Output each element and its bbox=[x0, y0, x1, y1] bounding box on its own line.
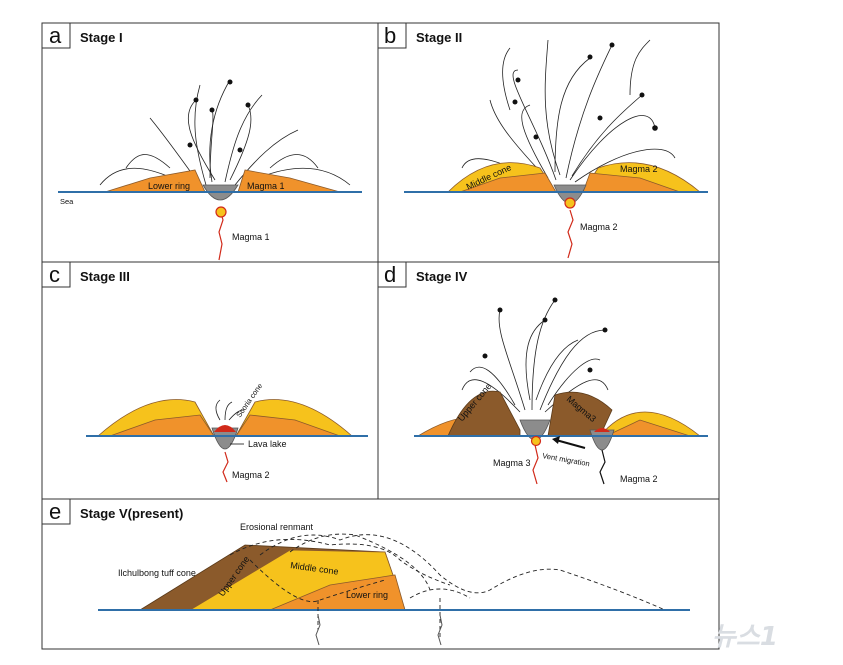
panel-b-tephra-spray bbox=[461, 39, 676, 183]
panel-e-letter-box bbox=[41, 498, 71, 525]
panel-d: d Stage IV bbox=[377, 261, 720, 500]
panel-a-magma1-label: Magma 1 bbox=[232, 232, 270, 242]
panel-b-frame bbox=[377, 22, 720, 263]
panel-c-letter-box bbox=[41, 261, 71, 288]
panel-d-upper-cone-right bbox=[547, 391, 613, 437]
panel-b: b Stage II bbox=[377, 22, 720, 263]
panel-b-letter-box bbox=[377, 22, 407, 49]
panel-d-magma3-label: Magma 3 bbox=[493, 458, 531, 468]
panel-a-lower-ring-label: Lower ring bbox=[148, 181, 190, 191]
panel-b-letter: b bbox=[384, 23, 396, 48]
panel-b-magma-conduit bbox=[567, 209, 574, 259]
panel-d-magma3-conduit bbox=[532, 444, 539, 485]
panel-a-sea-label: Sea bbox=[60, 197, 74, 206]
panel-e-erosional-remnant-outlines bbox=[229, 533, 666, 640]
panel-d-arrowhead bbox=[552, 436, 560, 444]
panel-b-magma2-label: Magma 2 bbox=[580, 222, 618, 232]
panel-e-lower-ring-label: Lower ring bbox=[346, 590, 388, 600]
watermark-logo: 뉴스1 bbox=[712, 622, 778, 652]
panel-c-title: Stage III bbox=[80, 269, 130, 284]
panel-c-letter: c bbox=[49, 262, 60, 287]
panel-e-title: Stage V(present) bbox=[80, 506, 183, 521]
panel-d-tephra-spray bbox=[461, 297, 609, 413]
panel-a-magma1-cone-label: Magma 1 bbox=[247, 181, 285, 191]
panel-d-old-lava bbox=[594, 428, 610, 432]
panel-e-ilchulbong-label: Ilchulbong tuff cone bbox=[118, 568, 196, 578]
panel-e-erosional-remnant-label: Erosional renmant bbox=[240, 522, 314, 532]
panel-d-upper-cone-left bbox=[447, 390, 521, 437]
panel-e: e Stage V(present) Erosional renmant Ilc… bbox=[41, 498, 720, 650]
panel-d-title: Stage IV bbox=[416, 269, 468, 284]
panel-d-frame bbox=[377, 261, 720, 500]
panel-a-explosion-icon bbox=[215, 206, 227, 218]
panel-c-magma-conduit bbox=[222, 451, 229, 483]
panel-c-frame bbox=[41, 261, 379, 500]
panel-a-letter: a bbox=[49, 23, 62, 48]
panel-a: a Stage I Sea Low bbox=[41, 22, 379, 263]
panel-a-title: Stage I bbox=[80, 30, 123, 45]
panel-d-letter-box bbox=[377, 261, 407, 288]
panel-d-vent-migration-arrow bbox=[555, 439, 586, 449]
panel-e-conduit-2 bbox=[437, 614, 443, 646]
panel-d-magma2-label: Magma 2 bbox=[620, 474, 658, 484]
panel-c: c Stage III Scoria cone Lava lake Magma … bbox=[41, 261, 379, 500]
panel-b-magma2-cone-label: Magma 2 bbox=[620, 164, 658, 174]
panel-e-letter: e bbox=[49, 499, 61, 524]
panel-c-scoria-cone bbox=[214, 425, 236, 432]
panel-c-scoria-spray bbox=[215, 399, 245, 421]
panel-c-magma2-label: Magma 2 bbox=[232, 470, 270, 480]
panel-b-title: Stage II bbox=[416, 30, 462, 45]
panel-a-letter-box bbox=[41, 22, 71, 49]
panel-d-letter: d bbox=[384, 262, 396, 287]
panel-d-explosion-icon bbox=[530, 435, 542, 447]
panel-b-explosion-icon bbox=[564, 197, 576, 209]
panel-c-lava-lake-label: Lava lake bbox=[248, 439, 287, 449]
panel-d-magma2-conduit bbox=[599, 449, 606, 485]
panel-e-conduit-1 bbox=[315, 614, 321, 646]
